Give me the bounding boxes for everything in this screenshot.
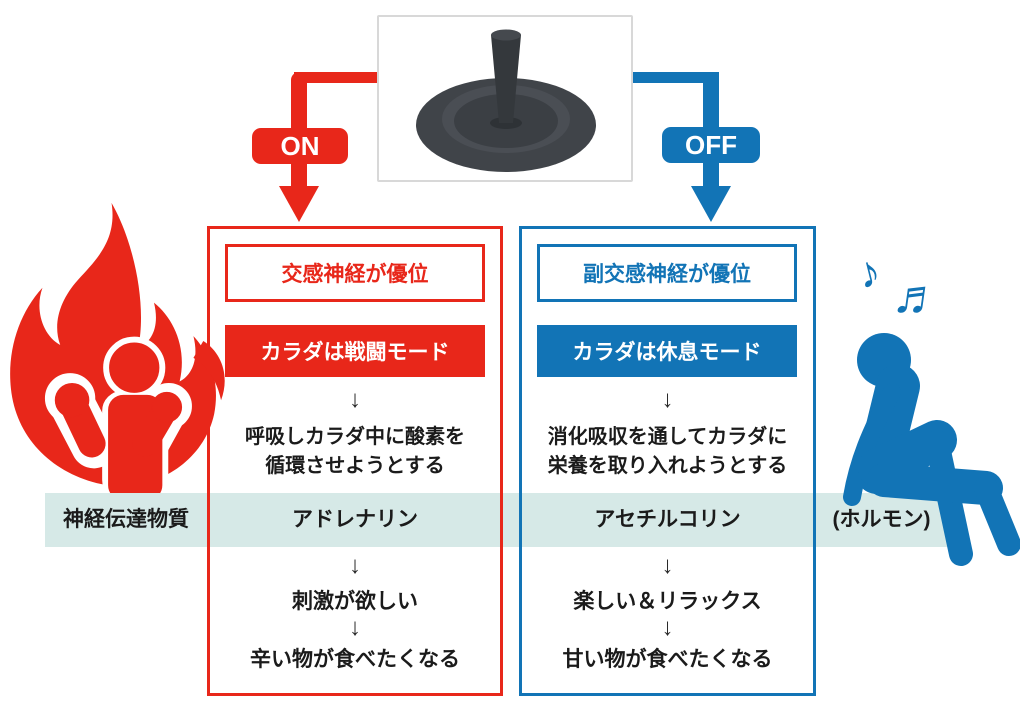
on-connector-horizontal: [294, 72, 378, 83]
parasympathetic-description-line2: 栄養を取り入れようとする: [547, 455, 788, 477]
parasympathetic-description: 消化吸収を通してカラダに 栄養を取り入れようとする: [522, 423, 813, 481]
acetylcholine-label: アセチルコリン: [594, 508, 741, 531]
parasympathetic-effect1: 楽しい＆リラックス: [573, 590, 762, 613]
band-left-label: 神経伝達物質: [63, 508, 189, 531]
sympathetic-effect2: 辛い物が食べたくなる: [250, 648, 460, 671]
down-arrow: ↓: [661, 386, 674, 413]
sympathetic-mode-box: カラダは戦闘モード: [225, 325, 485, 377]
parasympathetic-description-line1: 消化吸収を通してカラダに: [547, 426, 788, 448]
parasympathetic-column: 副交感神経が優位 カラダは休息モード ↓ 消化吸収を通してカラダに 栄養を取り入…: [519, 226, 816, 696]
joystick-switch-image: [377, 15, 633, 182]
adrenaline-label: アドレナリン: [292, 508, 418, 531]
sympathetic-description-line2: 循環させようとする: [265, 455, 445, 477]
down-arrow: ↓: [349, 386, 361, 413]
relaxing-person-icon: [843, 333, 1020, 566]
parasympathetic-header: 副交感神経が優位: [537, 244, 797, 302]
sympathetic-column: 交感神経が優位 カラダは戦闘モード ↓ 呼吸しカラダ中に酸素を 循環させようとす…: [207, 226, 503, 696]
joystick-icon: [416, 29, 596, 172]
on-label: ON: [252, 128, 348, 164]
neurotransmitter-band: 神経伝達物質 アドレナリン アセチルコリン (ホルモン): [45, 493, 947, 547]
band-right-label: (ホルモン): [832, 508, 931, 531]
down-arrow: ↓: [661, 614, 674, 641]
sympathetic-header: 交感神経が優位: [225, 244, 485, 302]
down-arrow: ↓: [349, 552, 361, 579]
down-arrow: ↓: [349, 614, 361, 641]
sympathetic-effect1: 刺激が欲しい: [292, 590, 418, 613]
on-arrowhead-icon: [279, 186, 319, 222]
down-arrow: ↓: [661, 552, 674, 579]
sympathetic-description-line1: 呼吸しカラダ中に酸素を: [245, 426, 465, 448]
parasympathetic-effect2: 甘い物が食べたくなる: [562, 648, 773, 671]
music-notes-icon: ♬: [889, 265, 947, 329]
off-connector-horizontal: [633, 72, 719, 83]
off-label: OFF: [662, 127, 760, 163]
parasympathetic-mode-box: カラダは休息モード: [537, 325, 797, 377]
sympathetic-description: 呼吸しカラダ中に酸素を 循環させようとする: [210, 423, 500, 481]
flame-energized-person-icon: [10, 202, 225, 495]
off-arrowhead-icon: [691, 186, 731, 222]
